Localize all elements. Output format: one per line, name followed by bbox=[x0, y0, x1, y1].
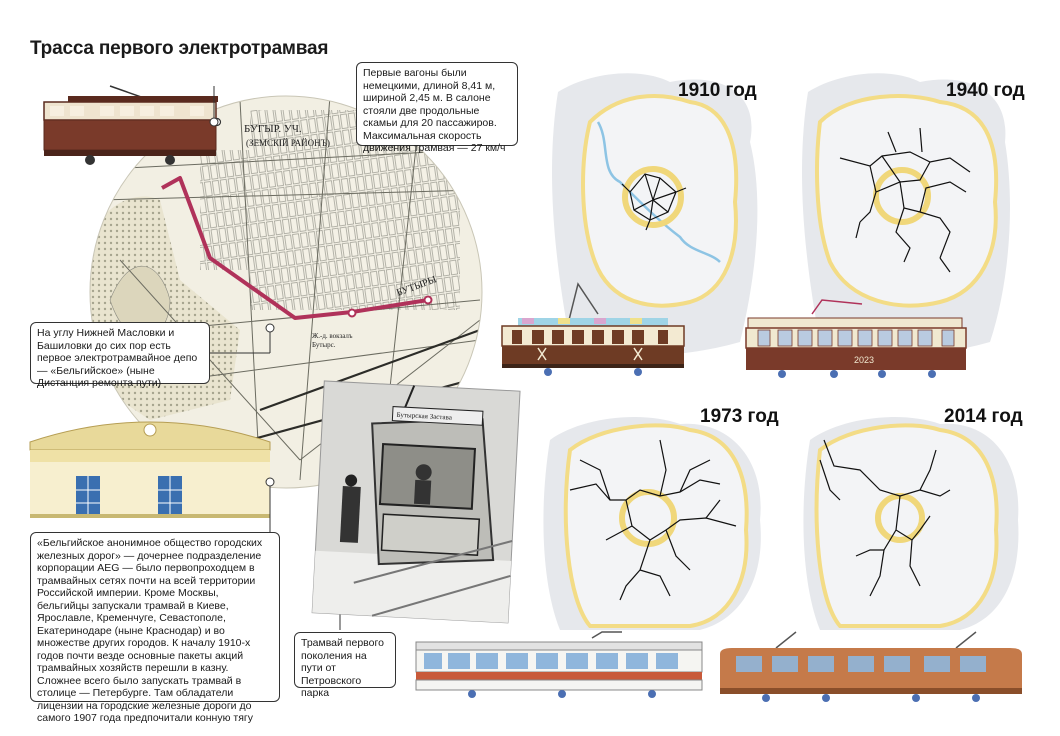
map-label-street1: Ж.-д. вокзалъ bbox=[312, 332, 353, 340]
note-belgian-company-text: «Бельгийское анонимное общество городски… bbox=[37, 537, 263, 724]
depot-building-illustration bbox=[29, 421, 271, 518]
tram-1940-number: 2023 bbox=[854, 355, 874, 365]
map-label-street2: Бутырс. bbox=[312, 341, 336, 349]
city-map-2014: 2014 год bbox=[800, 400, 1026, 630]
note-first-wagons-text: Первые вагоны были немецкими, длиной 8,4… bbox=[363, 67, 506, 154]
note-depot-text: На углу Нижней Масловки и Башиловки до с… bbox=[37, 327, 198, 389]
note-photo-caption-text: Трамвай первого поколения на пути от Пет… bbox=[301, 637, 384, 699]
page-title: Трасса первого электротрамвая bbox=[30, 38, 329, 59]
tram-1973-illustration bbox=[415, 631, 703, 698]
map-label-district-sub: (ЗЕМСКIЙ РАЙОНЪ) bbox=[246, 138, 330, 148]
historic-tram-photo: Бутырская Застава bbox=[311, 380, 521, 624]
city-map-1910: 1910 год bbox=[550, 62, 770, 362]
first-tram-illustration bbox=[43, 85, 222, 165]
note-depot: На углу Нижней Масловки и Башиловки до с… bbox=[30, 322, 210, 389]
note-photo-caption: Трамвай первого поколения на пути от Пет… bbox=[294, 632, 396, 699]
photo-tram-sign: Бутырская Застава bbox=[396, 411, 453, 422]
note-first-wagons: Первые вагоны были немецкими, длиной 8,4… bbox=[356, 62, 518, 154]
year-label-2014: 2014 год bbox=[944, 406, 1023, 427]
tram-1940-illustration: 2023 bbox=[745, 299, 967, 378]
tram-1910-illustration bbox=[501, 282, 685, 376]
year-label-1973: 1973 год bbox=[700, 406, 779, 427]
map-label-district: БУГЫР. УЧ. bbox=[244, 123, 302, 135]
year-label-1940: 1940 год bbox=[946, 80, 1025, 101]
note-belgian-company: «Бельгийское анонимное общество городски… bbox=[30, 532, 280, 724]
city-map-1940: 1940 год bbox=[800, 62, 1026, 362]
year-label-1910: 1910 год bbox=[678, 80, 757, 101]
tram-2014-illustration bbox=[720, 631, 1022, 702]
city-map-1973: 1973 год bbox=[540, 400, 779, 630]
